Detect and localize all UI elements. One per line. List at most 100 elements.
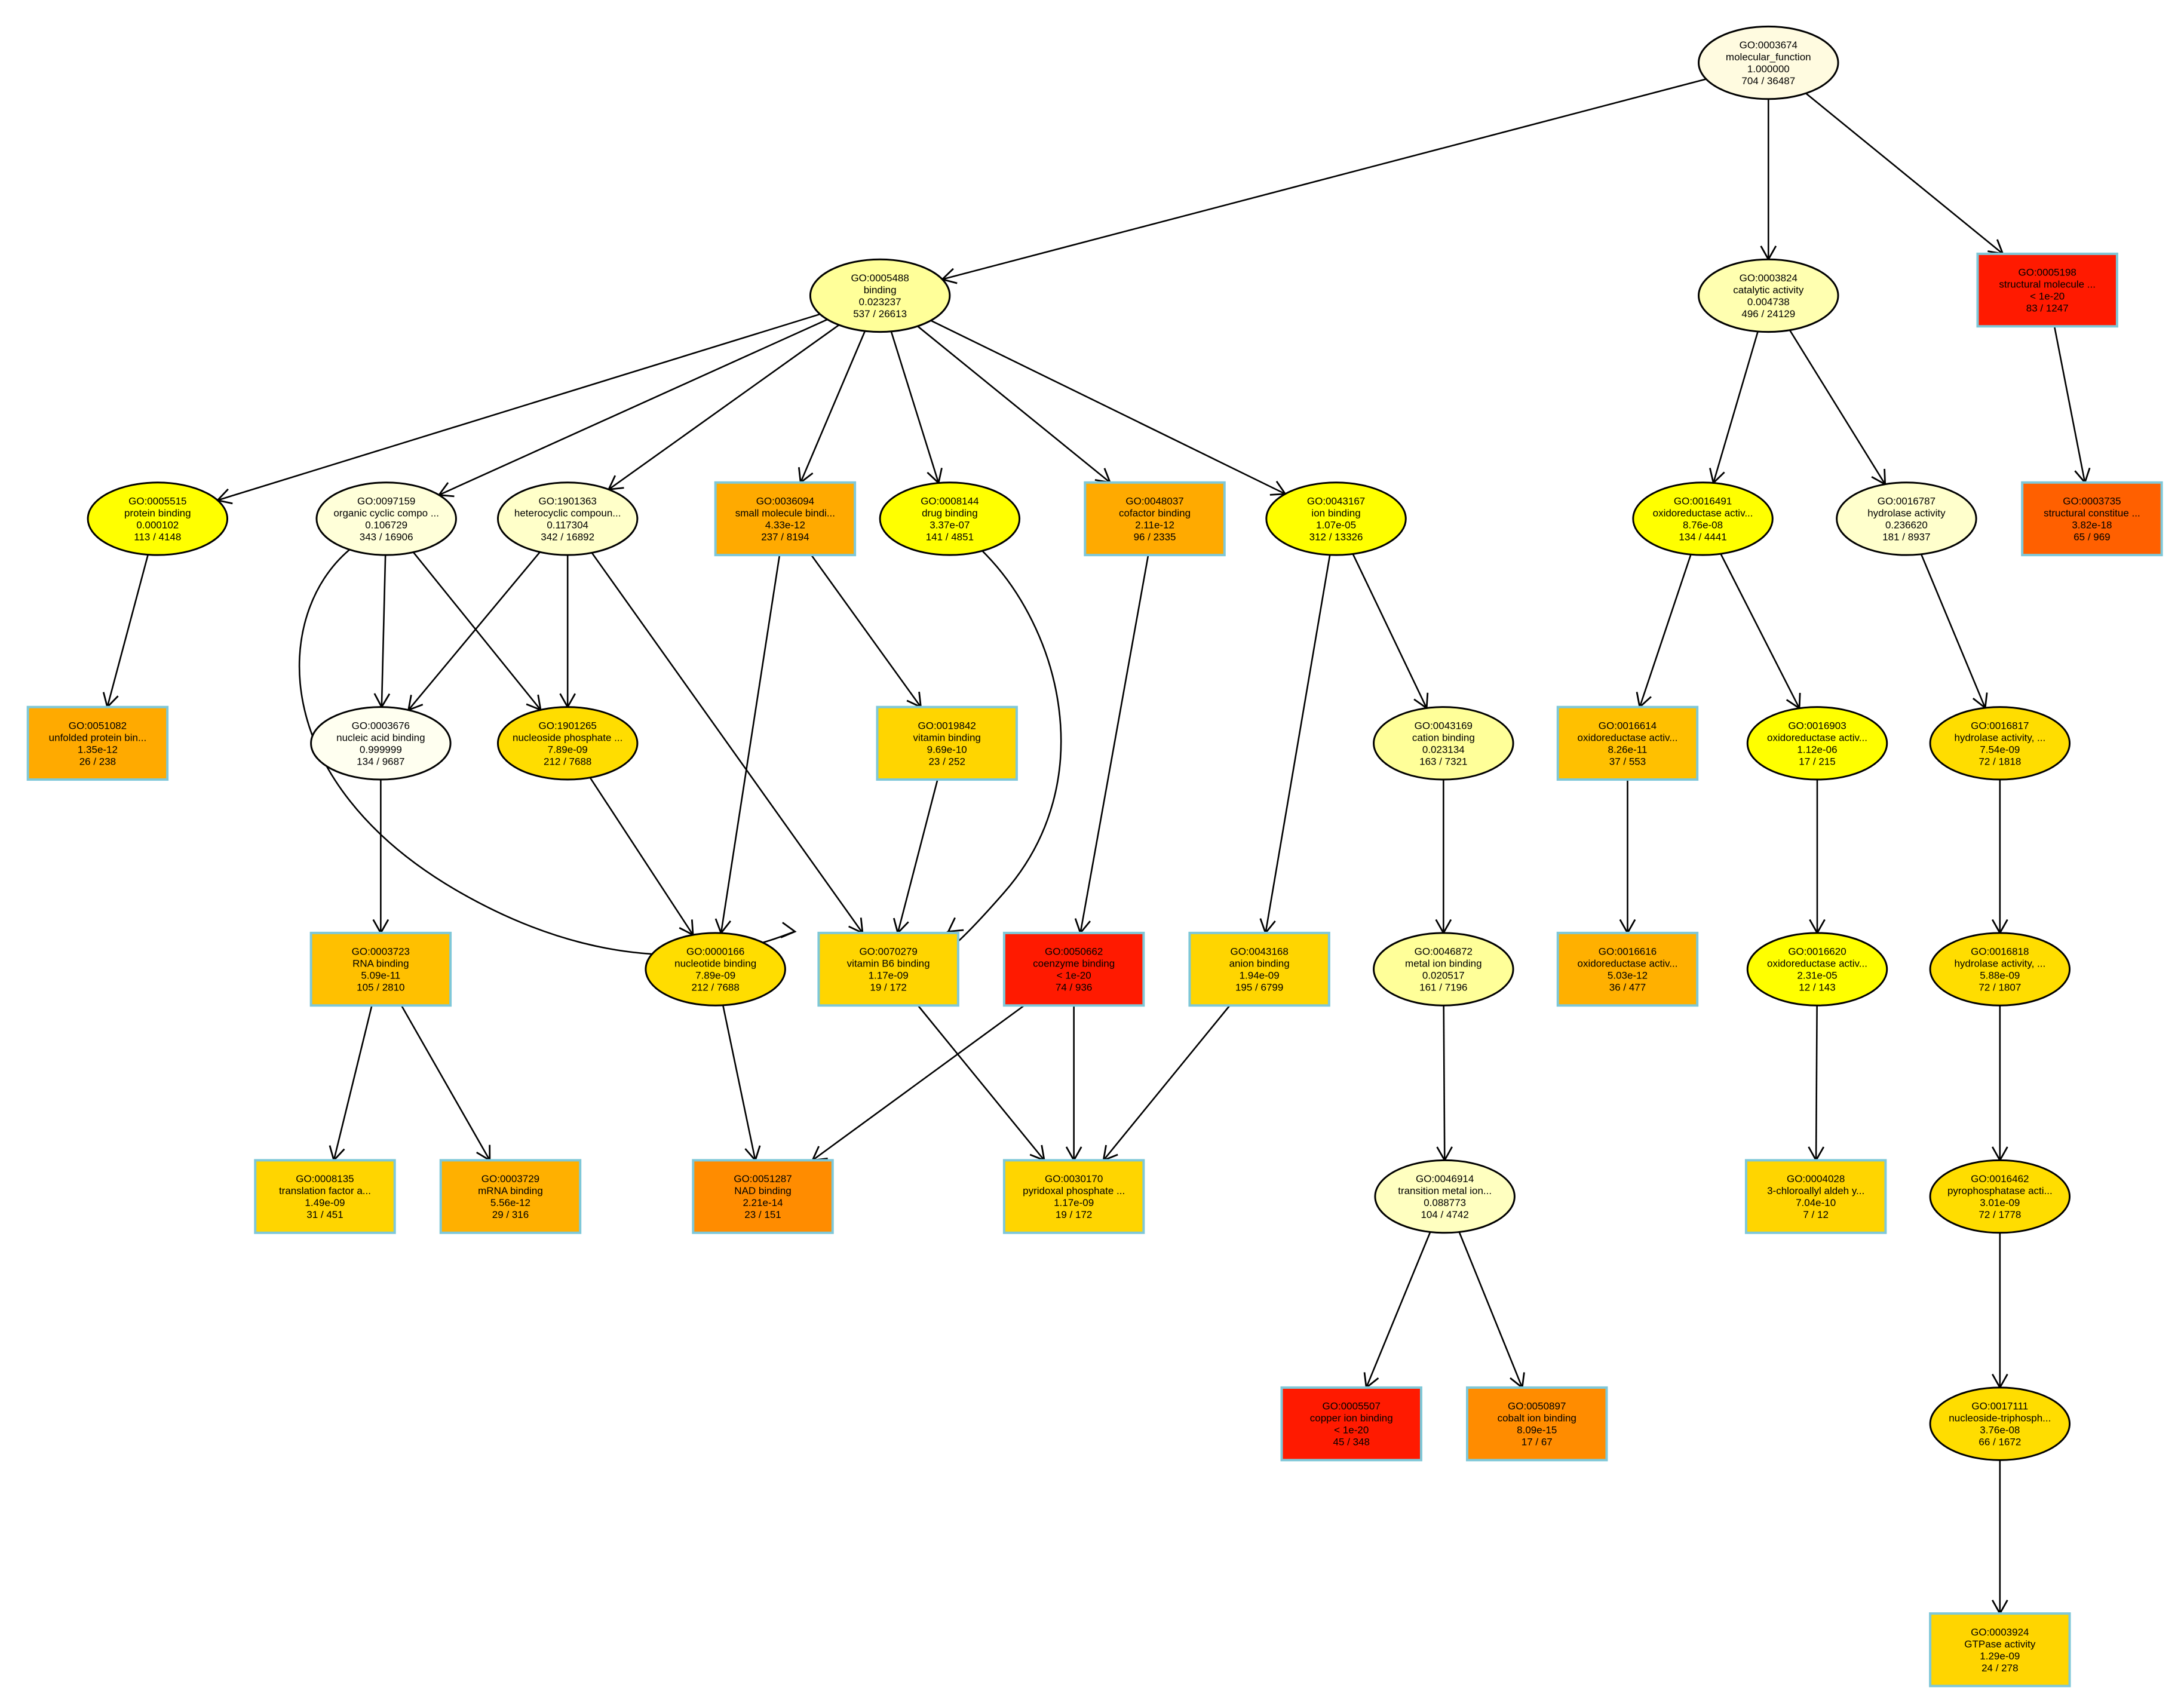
node-counts: 26 / 238 — [79, 756, 116, 767]
node-term-name: protein binding — [124, 507, 191, 518]
node-term-name: vitamin binding — [913, 732, 980, 743]
node-term-name: transition metal ion... — [1398, 1185, 1492, 1196]
node-counts: 104 / 4742 — [1421, 1209, 1468, 1220]
node-term-name: 3-chloroallyl aldeh y... — [1767, 1185, 1864, 1196]
node-go-id: GO:0070279 — [859, 946, 917, 958]
node-go-id: GO:0016817 — [1971, 720, 2029, 731]
edge-n70279-n30170 — [917, 1005, 1045, 1162]
edge-n16903-n16620 — [1809, 780, 1826, 935]
edge-n5488-n36094 — [797, 330, 866, 484]
node-go-id: GO:0003674 — [1740, 39, 1797, 51]
node-counts: 24 / 278 — [1981, 1662, 2018, 1674]
node-counts: 212 / 7688 — [691, 982, 739, 993]
edge-n16620-n4028 — [1808, 1005, 1825, 1162]
node-p-value: 3.82e-18 — [2072, 519, 2112, 530]
node-term-name: pyrophosphatase acti... — [1947, 1185, 2053, 1196]
edge-n5488-n48037 — [917, 326, 1112, 484]
node-shape-box — [254, 1159, 396, 1234]
edge-n1901363-n3676 — [407, 551, 541, 711]
node-go-id: GO:1901265 — [539, 720, 597, 731]
edge-n3676-n3723 — [372, 780, 389, 935]
edge-n50662-n51287 — [811, 1005, 1025, 1162]
node-go-id: GO:0016616 — [1599, 946, 1657, 958]
node-term-name: nucleoside phosphate ... — [513, 732, 622, 743]
edge-n43167-n43169 — [1352, 553, 1429, 710]
node-shape-ellipse — [496, 706, 639, 781]
node-go-0003674[interactable]: GO:0003674molecular_function1.000000704 … — [1698, 25, 1839, 100]
node-p-value: 3.01e-09 — [1980, 1197, 2020, 1208]
node-counts: 36 / 477 — [1609, 982, 1646, 993]
node-go-id: GO:0003824 — [1740, 272, 1797, 284]
node-term-name: structural molecule ... — [1999, 279, 2096, 290]
node-go-id: GO:0051082 — [69, 720, 127, 731]
node-term-name: unfolded protein bin... — [49, 732, 147, 743]
node-shape-box — [1466, 1386, 1608, 1462]
node-shape-box — [2021, 481, 2163, 557]
node-shape-box — [1929, 1612, 2071, 1687]
node-term-name: small molecule bindi... — [735, 507, 835, 518]
node-go-id: GO:0016462 — [1971, 1173, 2029, 1185]
node-go-0017111[interactable]: GO:0017111nucleoside-triphosph...3.76e-0… — [1929, 1386, 2071, 1461]
node-term-name: structural constitue ... — [2044, 507, 2140, 518]
node-counts: 496 / 24129 — [1741, 308, 1795, 320]
node-go-id: GO:0046872 — [1415, 946, 1473, 958]
node-shape-ellipse — [1929, 932, 2071, 1007]
node-p-value: 0.000102 — [136, 519, 179, 530]
edge-n3824-n16491 — [1709, 331, 1759, 485]
node-p-value: 1.94e-09 — [1240, 970, 1280, 981]
node-p-value: 7.04e-10 — [1796, 1197, 1836, 1208]
node-shape-box — [1556, 705, 1699, 781]
node-counts: 72 / 1807 — [1979, 982, 2021, 993]
node-go-id: GO:0016903 — [1788, 720, 1846, 731]
node-shape-ellipse — [1373, 706, 1514, 781]
node-counts: 312 / 13326 — [1309, 531, 1363, 542]
node-go-id: GO:1901363 — [539, 495, 597, 507]
node-go-id: GO:0016620 — [1788, 946, 1846, 958]
node-term-name: drug binding — [922, 507, 978, 518]
node-term-name: metal ion binding — [1405, 958, 1482, 969]
node-term-name: hydrolase activity — [1867, 507, 1946, 518]
node-counts: 195 / 6799 — [1235, 982, 1283, 993]
node-counts: 31 / 451 — [306, 1209, 343, 1220]
